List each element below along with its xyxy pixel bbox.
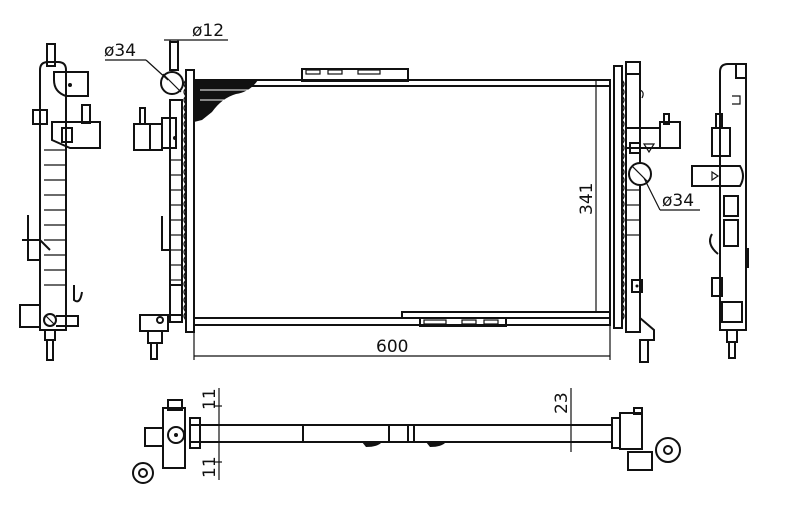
- right-side-view: [691, 63, 749, 359]
- dim-top-pipe-diameter: ø12: [192, 21, 224, 41]
- dim-core-height: 341: [577, 183, 597, 215]
- front-view: [133, 41, 681, 363]
- dim-core-thickness: 23: [552, 392, 572, 414]
- dim-left-pipe-diameter: ø34: [104, 41, 136, 61]
- left-side-view: [19, 43, 101, 361]
- dim-bottom-upper: 11: [200, 388, 220, 410]
- bottom-view: [132, 399, 681, 484]
- dimension-lines: [105, 39, 700, 480]
- dim-bottom-lower: 11: [200, 456, 220, 478]
- dim-core-width: 600: [376, 337, 408, 357]
- dim-right-pipe-diameter: ø34: [662, 191, 694, 211]
